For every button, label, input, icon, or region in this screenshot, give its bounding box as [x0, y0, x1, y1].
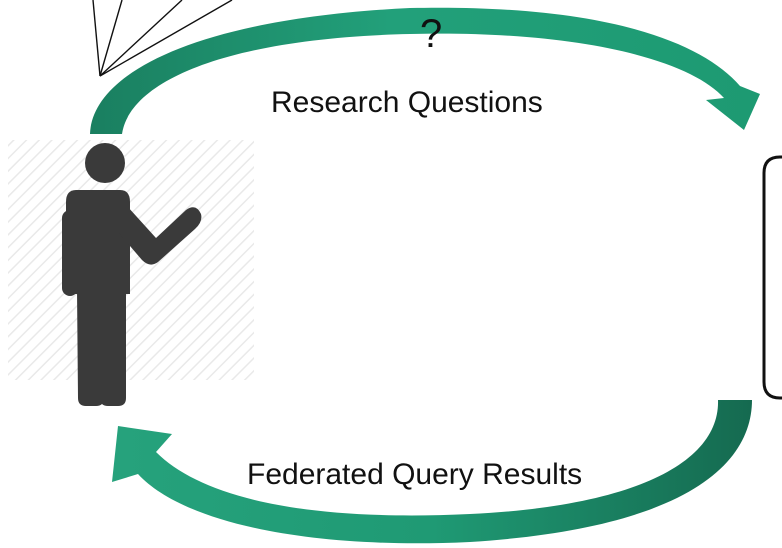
research-questions-label: Research Questions	[271, 86, 543, 119]
bottom-arrow-icon	[112, 400, 752, 544]
speech-lines-icon	[92, 0, 233, 77]
hatched-panel	[8, 140, 254, 380]
endpoint-box	[762, 155, 782, 400]
question-mark-label: ?	[420, 12, 443, 56]
federated-query-results-label: Federated Query Results	[247, 458, 583, 491]
person-presenting-icon	[62, 143, 202, 406]
top-arrow-icon	[90, 7, 760, 135]
